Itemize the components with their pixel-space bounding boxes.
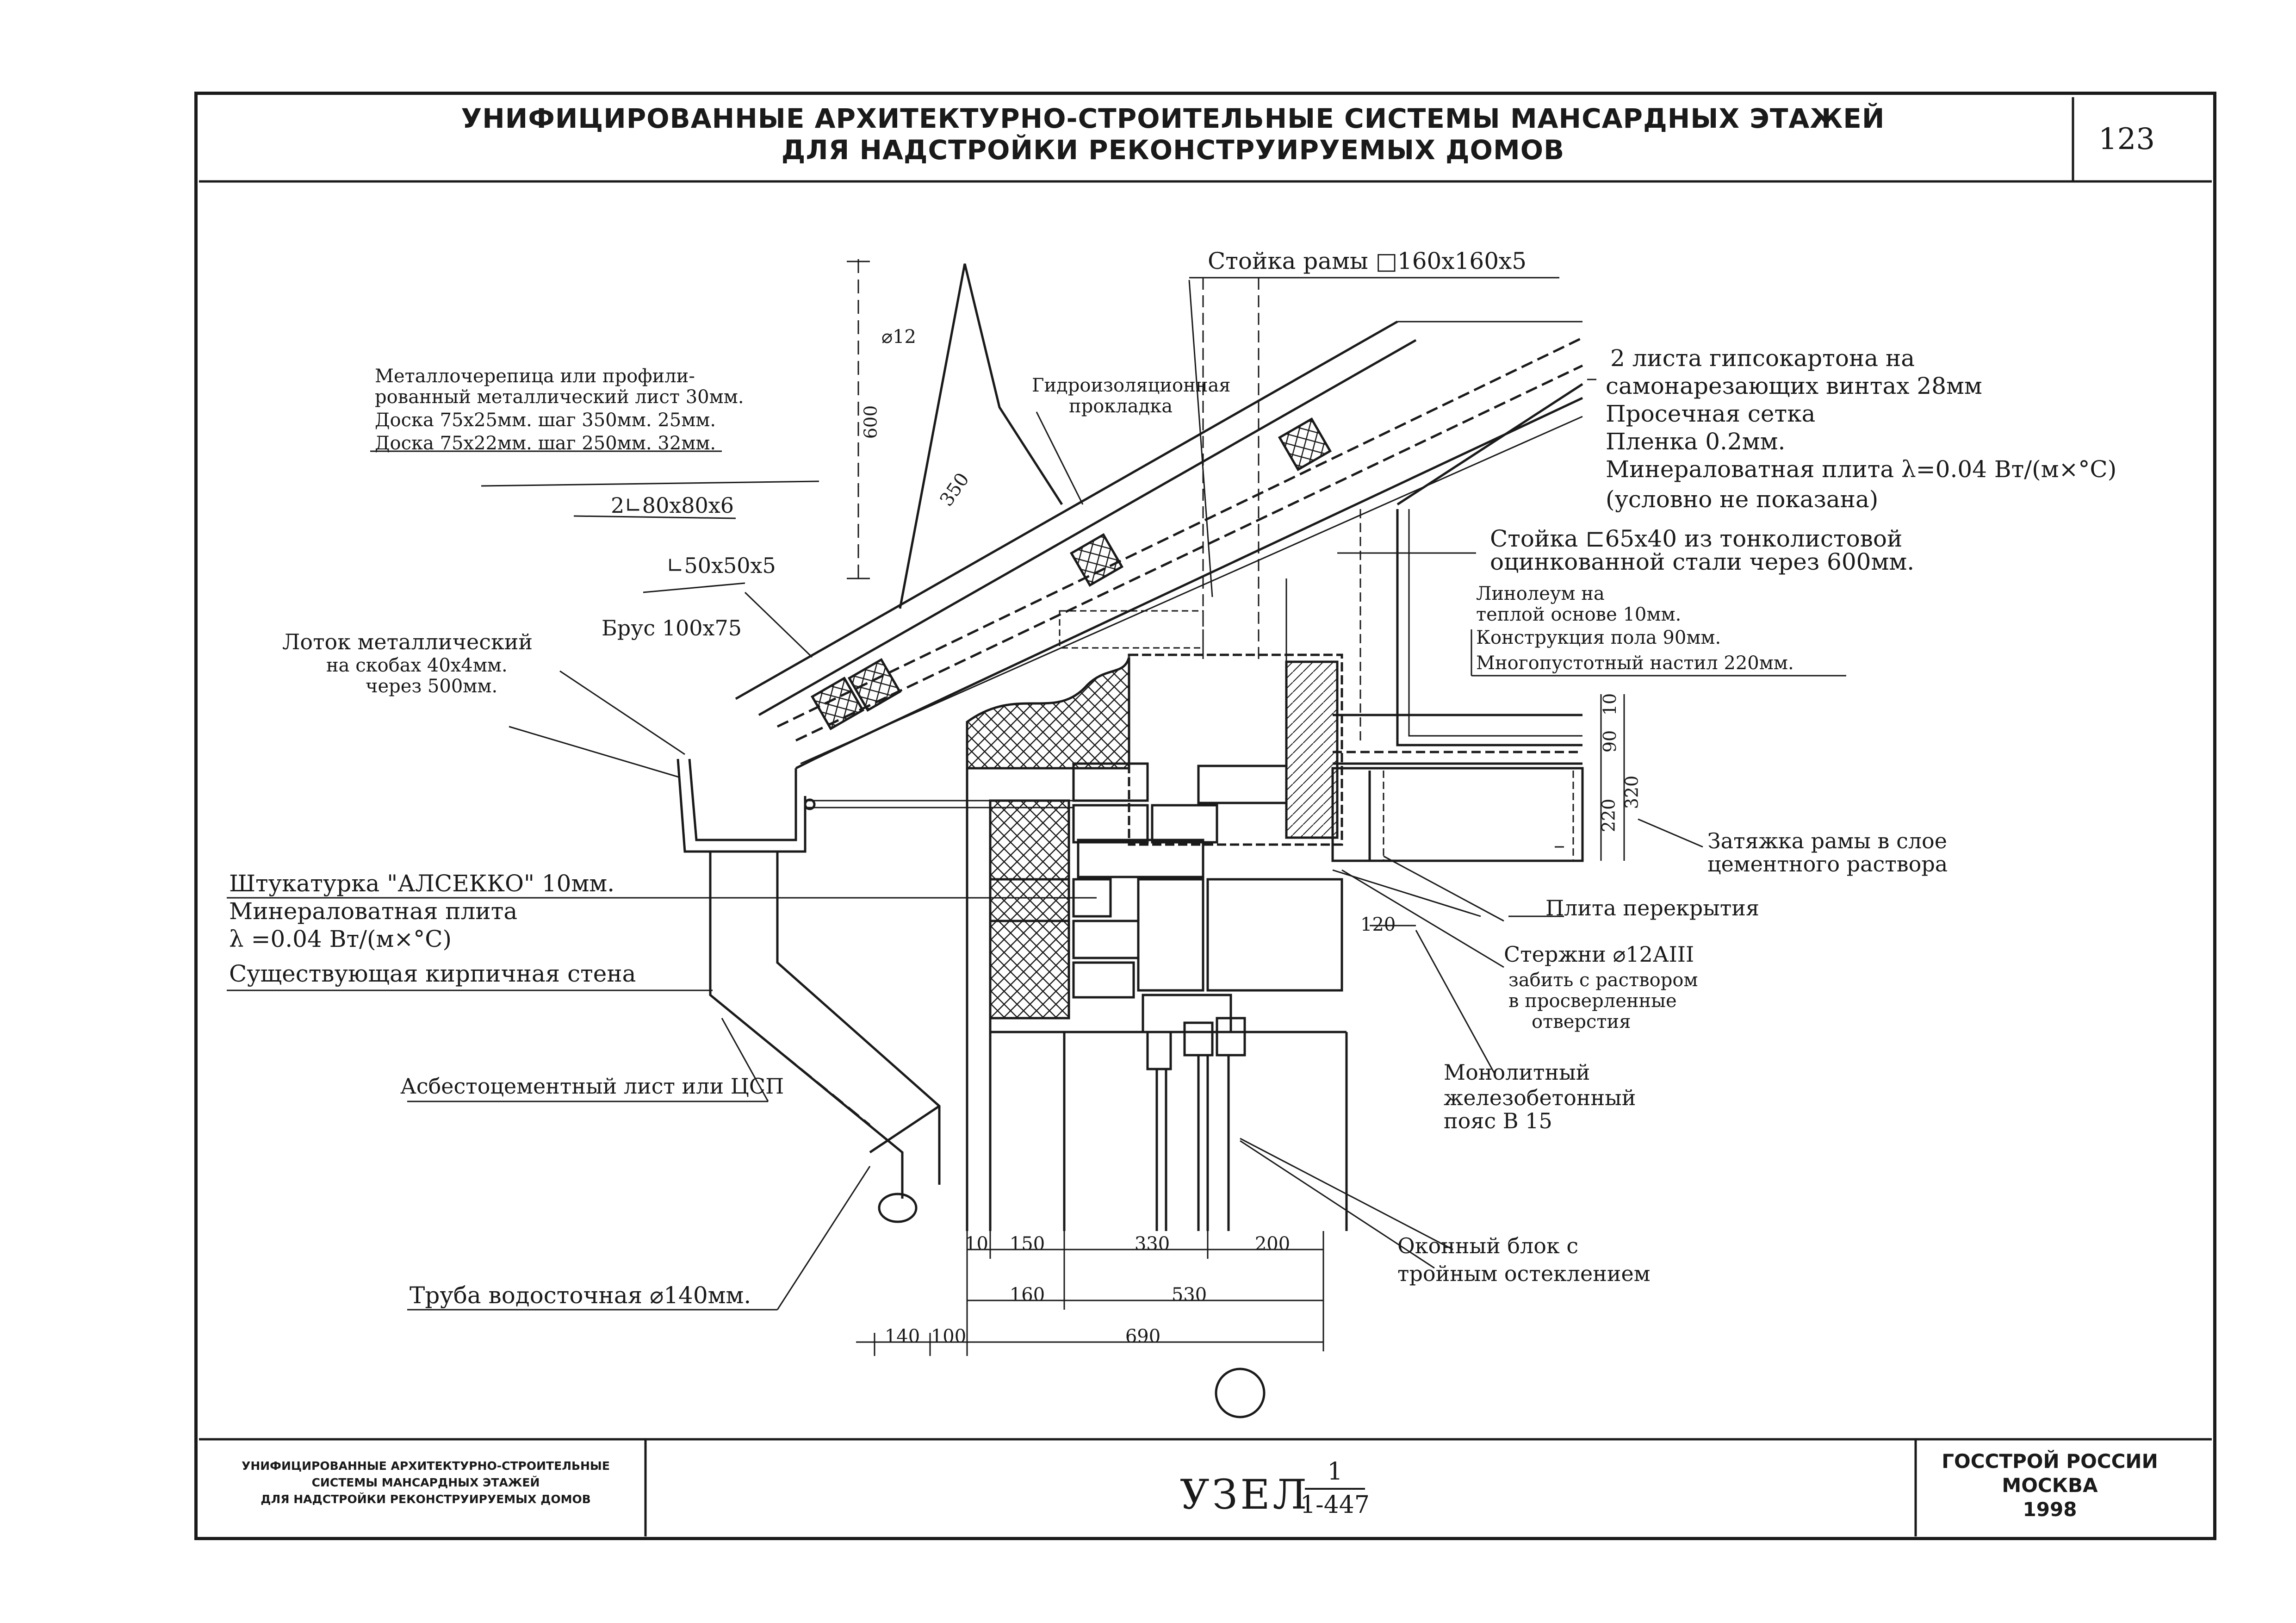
org-name: ГОССТРОЙ РОССИИ [1942, 1450, 2158, 1473]
dim-vert-10: 10 [1600, 693, 1620, 716]
label-roof-4: Доска 75х22мм. шаг 250мм. 32мм. [375, 433, 716, 454]
dim-row2-530: 530 [1171, 1284, 1207, 1306]
label-plaster: Штукатурка "АЛСЕККО" 10мм. [229, 870, 615, 897]
sheet-frame [194, 92, 2216, 1540]
label-existing-wall: Существующая кирпичная стена [229, 960, 636, 987]
label-angle-50: ∟50х50х5 [666, 553, 776, 578]
label-mono-1: Монолитный [1444, 1060, 1590, 1085]
label-roof-2: рованный металлический лист 30мм. [375, 386, 744, 408]
dim-row2-160: 160 [1009, 1284, 1045, 1306]
label-gutter-1: Лоток металлический [282, 629, 533, 654]
label-rods-2: забить с раствором [1508, 970, 1698, 991]
dim-600: 600 [860, 405, 881, 439]
sheet-title-line1: УНИФИЦИРОВАННЫЕ АРХИТЕКТУРНО-СТРОИТЕЛЬНЫ… [461, 103, 1885, 134]
dim-row3-100: 100 [931, 1326, 967, 1347]
label-downpipe: Труба водосточная ⌀140мм. [410, 1282, 751, 1309]
title-block-left-3: ДЛЯ НАДСТРОЙКИ РЕКОНСТРУИРУЕМЫХ ДОМОВ [261, 1492, 591, 1506]
label-gypsum-1: 2 листа гипсокартона на [1610, 345, 1915, 372]
label-lino-1: Линолеум на [1476, 583, 1605, 604]
label-wool-1: Минераловатная плита [229, 898, 518, 925]
label-roof-1: Металлочерепица или профили- [375, 366, 695, 387]
org-city: МОСКВА [2002, 1474, 2098, 1497]
label-slab: Плита перекрытия [1545, 895, 1759, 920]
label-wool-2: λ =0.04 Вт/(м×°С) [229, 926, 452, 952]
label-mono-3: пояс В 15 [1444, 1108, 1552, 1133]
node-number: 1 [1327, 1458, 1343, 1486]
label-mono-2: железобетонный [1444, 1085, 1636, 1110]
label-wool-roof: Минераловатная плита λ=0.04 Вт/(м×°С) [1606, 456, 2117, 483]
label-roof-3: Доска 75х25мм. шаг 350мм. 25мм. [375, 410, 716, 431]
label-floor: Конструкция пола 90мм. [1476, 627, 1721, 648]
label-gutter-3: через 500мм. [366, 676, 498, 697]
dim-row1-150: 150 [1009, 1233, 1045, 1255]
sheet-title-line2: ДЛЯ НАДСТРОЙКИ РЕКОНСТРУИРУЕМЫХ ДОМОВ [781, 134, 1565, 166]
label-frame-post: Стойка рамы □160х160х5 [1208, 248, 1527, 274]
label-slab-hollow: Многопустотный настил 220мм. [1476, 653, 1794, 674]
node-label: УЗЕЛ [1180, 1471, 1310, 1518]
label-gutter-2: на скобах 40х4мм. [326, 655, 508, 676]
dim-vert-320: 320 [1621, 775, 1642, 809]
label-window-1: Оконный блок с [1397, 1233, 1579, 1258]
label-rods-1: Стержни ⌀12АIII [1504, 942, 1694, 967]
label-asbestos: Асбестоцементный лист или ЦСП [400, 1074, 784, 1099]
label-tie-1: Затяжка рамы в слое [1707, 828, 1947, 853]
dim-vert-90: 90 [1600, 730, 1620, 753]
title-block-left-1: УНИФИЦИРОВАННЫЕ АРХИТЕКТУРНО-СТРОИТЕЛЬНЫ… [242, 1459, 610, 1473]
label-diam12: ⌀12 [881, 326, 916, 348]
label-stud-2: оцинкованной стали через 600мм. [1490, 548, 1915, 575]
label-rods-4: отверстия [1532, 1011, 1631, 1032]
node-fraction-bar [1305, 1488, 1365, 1490]
dim-row1-330: 330 [1134, 1233, 1170, 1255]
dim-row1-200: 200 [1254, 1233, 1291, 1255]
label-rods-3: в просверленные [1508, 990, 1677, 1012]
label-film: Пленка 0.2мм. [1606, 428, 1786, 455]
title-block-left-2: СИСТЕМЫ МАНСАРДНЫХ ЭТАЖЕЙ [311, 1476, 540, 1489]
org-year: 1998 [2023, 1498, 2077, 1521]
label-gypsum-2: самонарезающих винтах 28мм [1606, 373, 1982, 399]
page-number: 123 [2098, 122, 2155, 156]
label-waterproof-2: прокладка [1069, 396, 1173, 417]
label-window-2: тройным остеклением [1397, 1261, 1651, 1286]
label-tie-2: цементного раствора [1707, 852, 1948, 877]
dim-120: 120 [1360, 914, 1396, 935]
dim-vert-220: 220 [1598, 798, 1619, 833]
label-mesh: Просечная сетка [1606, 400, 1816, 427]
label-stud-1: Стойка ⊏65х40 из тонколистовой [1490, 525, 1903, 552]
dim-row3-690: 690 [1125, 1326, 1161, 1347]
node-sheet: 1-447 [1300, 1491, 1370, 1519]
label-beam: Брус 100х75 [602, 616, 742, 640]
dim-row3-140: 140 [884, 1326, 920, 1347]
label-not-shown: (условно не показана) [1606, 486, 1879, 513]
label-angle-80: 2∟80х80х6 [611, 493, 734, 518]
label-lino-2: теплой основе 10мм. [1476, 604, 1682, 625]
label-waterproof-1: Гидроизоляционная [1032, 375, 1231, 396]
dim-row1-10: 10 [965, 1233, 988, 1255]
